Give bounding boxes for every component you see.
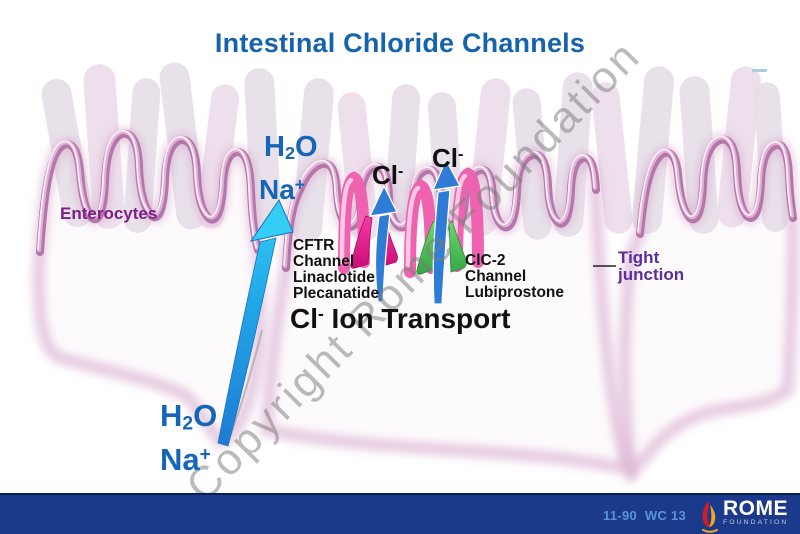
footer-bar: 11-90 WC 13 ROME FOUNDATION bbox=[0, 493, 800, 534]
clc2-line-2: Channel bbox=[465, 268, 527, 285]
apical-h2o-label: H2O bbox=[264, 131, 318, 164]
cftr-line-2: Channel bbox=[293, 253, 355, 270]
cl-base: Cl bbox=[290, 303, 318, 334]
tight-line-1: Tight bbox=[618, 248, 660, 267]
clc2-cl-arrow bbox=[431, 158, 462, 305]
cl-label-cftr: Cl- bbox=[372, 160, 403, 191]
cftr-channel-label: CFTR Channel Linaclotide Plecanatide bbox=[293, 238, 379, 302]
rome-foundation-logo: ROME FOUNDATION bbox=[700, 498, 788, 534]
ion-transport-title: Cl- Ion Transport bbox=[290, 303, 510, 335]
clc2-line-1: ClC-2 bbox=[465, 252, 506, 269]
cftr-cl-arrow bbox=[368, 184, 398, 303]
enterocytes-label: Enterocytes bbox=[60, 204, 158, 223]
rome-flame-icon bbox=[702, 501, 718, 533]
basal-na-label: Na+ bbox=[160, 442, 211, 478]
tight-line-2: junction bbox=[618, 265, 685, 284]
ion-transport-rest: Ion Transport bbox=[323, 303, 511, 334]
tight-junction-label: Tight junction bbox=[618, 249, 684, 283]
slide-code: 11-90 WC 13 bbox=[603, 508, 687, 523]
cl-base: Cl bbox=[432, 143, 458, 173]
top-right-dash bbox=[752, 69, 767, 72]
h2o-h: H bbox=[160, 398, 183, 433]
water-sodium-arrow bbox=[217, 198, 294, 447]
page-title: Intestinal Chloride Channels bbox=[214, 28, 586, 58]
logo-name: ROME bbox=[723, 497, 788, 520]
cl-superscript: - bbox=[458, 144, 464, 163]
logo-text: ROME FOUNDATION bbox=[723, 498, 788, 526]
h2o-subscript: 2 bbox=[284, 143, 295, 164]
logo-subtitle: FOUNDATION bbox=[723, 519, 789, 526]
apical-na-label: Na+ bbox=[259, 174, 305, 206]
cl-label-clc2: Cl- bbox=[432, 143, 463, 174]
na-superscript: + bbox=[199, 444, 211, 466]
left-brush-border bbox=[36, 129, 262, 256]
cl-superscript: - bbox=[318, 303, 324, 324]
clc2-line-3: Lubiprostone bbox=[465, 284, 565, 301]
clc2-channel-icon bbox=[416, 220, 467, 275]
h2o-o: O bbox=[294, 131, 318, 163]
cftr-line-1: CFTR bbox=[293, 237, 335, 254]
cl-base: Cl bbox=[372, 160, 398, 190]
cl-superscript: - bbox=[398, 161, 404, 180]
cftr-line-4: Plecanatide bbox=[293, 285, 380, 302]
right-brush-border bbox=[636, 135, 797, 238]
h2o-subscript: 2 bbox=[182, 413, 194, 435]
h2o-o: O bbox=[193, 398, 218, 433]
h2o-h: H bbox=[264, 131, 285, 163]
na-base: Na bbox=[259, 174, 295, 205]
cftr-line-3: Linaclotide bbox=[293, 269, 375, 286]
basal-h2o-label: H2O bbox=[160, 398, 217, 435]
na-superscript: + bbox=[294, 174, 305, 195]
na-base: Na bbox=[160, 442, 200, 477]
clc2-channel-label: ClC-2 Channel Lubiprostone bbox=[465, 253, 564, 301]
